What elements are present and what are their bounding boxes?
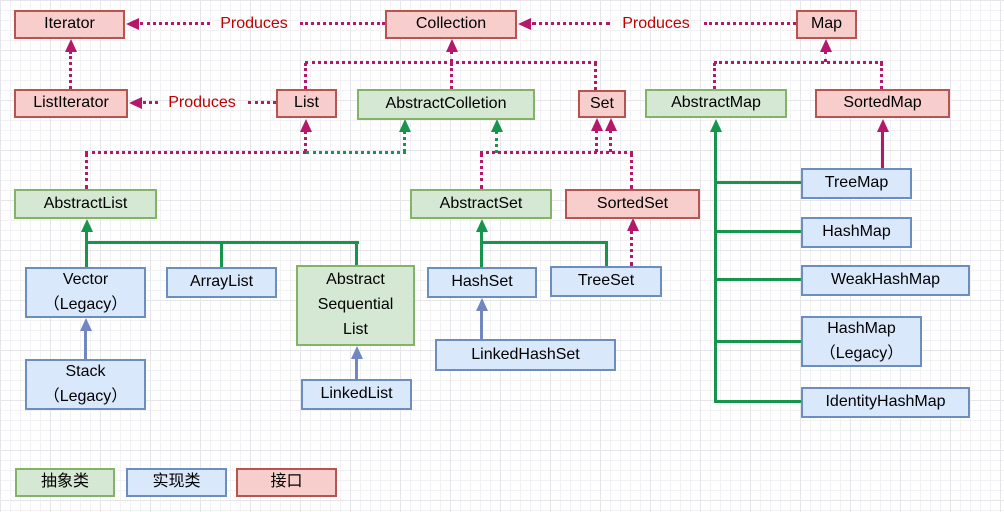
- node-listiterator: ListIterator: [14, 89, 128, 118]
- edge-collection-bus: [305, 61, 597, 64]
- edge-treeset-sortedset: [630, 230, 633, 266]
- node-hashmap: HashMap: [801, 217, 912, 248]
- edge-abstractlist-abstractcolletion-v: [403, 131, 406, 152]
- produces-label: Produces: [220, 15, 288, 32]
- node-linkedhashset: LinkedHashSet: [435, 339, 616, 371]
- arrowhead-up-icon: [591, 118, 603, 131]
- edge-list-collection: [304, 63, 307, 89]
- edge-sortedmap-map: [880, 63, 883, 89]
- node-abstractcolletion: AbstractColletion: [357, 89, 535, 120]
- arrowhead-up-icon: [399, 119, 411, 132]
- produces-label: Produces: [168, 94, 236, 111]
- edge-abstractmap-trunk: [714, 131, 717, 403]
- edge-stack-vector: [84, 330, 87, 359]
- arrowhead-left-icon: [129, 97, 142, 109]
- edge-list-stub: [304, 131, 307, 152]
- arrowhead-up-icon: [627, 218, 639, 231]
- edge-linkedlist-asl: [355, 358, 358, 379]
- edge-produces-collection-iterator-2: [300, 22, 385, 25]
- edge-abstractlist-abstractcolletion-h: [306, 151, 406, 154]
- edge-listiterator-iterator: [69, 51, 72, 89]
- edge-treemap-branch: [714, 181, 801, 184]
- node-abstractlist: AbstractList: [14, 189, 157, 219]
- produces-label: Produces: [622, 15, 690, 32]
- edge-abstractset-children-bus: [480, 241, 608, 244]
- edge-produces-list-listiterator-1: [143, 101, 158, 104]
- arrowhead-up-icon: [81, 219, 93, 232]
- arrowhead-up-icon: [351, 346, 363, 359]
- node-weakhashmap: WeakHashMap: [801, 265, 970, 296]
- legend-implementation-class: 实现类: [126, 468, 227, 497]
- edge-identityhashmap-branch: [714, 400, 801, 403]
- edge-produces-map-collection-1: [532, 22, 610, 25]
- node-map: Map: [796, 10, 857, 39]
- node-list: List: [276, 89, 337, 118]
- arrowhead-up-icon: [710, 119, 722, 132]
- arrowhead-left-icon: [518, 18, 531, 30]
- edge-collection-stub: [450, 51, 453, 62]
- node-sortedmap: SortedMap: [815, 89, 950, 118]
- edge-sortedset-set: [609, 130, 612, 152]
- node-iterator: Iterator: [14, 10, 125, 39]
- node-set: Set: [578, 90, 626, 118]
- node-linkedlist: LinkedList: [301, 379, 412, 410]
- arrowhead-up-icon: [877, 119, 889, 132]
- edge-abstractset-abstractcolletion-v: [495, 131, 498, 153]
- node-hashmaplegacy: HashMap （Legacy）: [801, 316, 922, 367]
- edge-abstractsequentiallist-branch: [355, 241, 358, 265]
- arrowhead-up-icon: [820, 39, 832, 52]
- node-hashset: HashSet: [427, 267, 537, 298]
- edge-arraylist-branch: [220, 241, 223, 267]
- edge-set-lower-bus: [480, 151, 633, 154]
- node-identityhashmap: IdentityHashMap: [801, 387, 970, 418]
- arrowhead-up-icon: [476, 219, 488, 232]
- node-abstractset: AbstractSet: [410, 189, 552, 219]
- edge-treemap-sortedmap: [881, 131, 884, 168]
- edge-produces-list-listiterator-2: [248, 101, 276, 104]
- node-treemap: TreeMap: [801, 168, 912, 199]
- arrowhead-up-icon: [300, 119, 312, 132]
- node-stack: Stack （Legacy）: [25, 359, 146, 410]
- legend-interface: 接口: [236, 468, 337, 497]
- arrowhead-up-icon: [65, 39, 77, 52]
- arrowhead-up-icon: [605, 118, 617, 131]
- edge-set-collection: [594, 63, 597, 90]
- node-vector: Vector （Legacy）: [25, 267, 146, 318]
- edge-produces-map-collection-2: [704, 22, 796, 25]
- edge-abstractlist-list-bus: [85, 151, 306, 154]
- edge-abstractset-stub: [480, 153, 483, 189]
- node-arraylist: ArrayList: [166, 267, 277, 298]
- edge-produces-collection-iterator-1: [140, 22, 210, 25]
- node-abstractsequentiallist: Abstract Sequential List: [296, 265, 415, 346]
- node-collection: Collection: [385, 10, 517, 39]
- arrowhead-up-icon: [80, 318, 92, 331]
- edge-abstractlist-stub: [85, 153, 88, 189]
- arrowhead-up-icon: [476, 298, 488, 311]
- arrowhead-up-icon: [491, 119, 503, 132]
- edge-abstractmap-map: [713, 63, 716, 89]
- legend-abstract-class: 抽象类: [15, 468, 115, 497]
- edge-abstractset-set: [595, 130, 598, 152]
- arrowhead-left-icon: [126, 18, 139, 30]
- edge-weakhashmap-branch: [714, 278, 801, 281]
- edge-abstractcolletion-collection: [450, 63, 453, 89]
- edge-sortedset-stub: [630, 153, 633, 189]
- edge-linkedhashset-hashset: [480, 310, 483, 339]
- edge-treeset-branch: [605, 241, 608, 266]
- edge-hashmap-branch: [714, 230, 801, 233]
- edge-map-bus: [714, 61, 883, 64]
- node-abstractmap: AbstractMap: [645, 89, 787, 118]
- edge-hashmaplegacy-branch: [714, 340, 801, 343]
- arrowhead-up-icon: [446, 39, 458, 52]
- edge-vector-abstractlist: [85, 231, 88, 267]
- node-treeset: TreeSet: [550, 266, 662, 297]
- edge-hashset-abstractset: [480, 231, 483, 267]
- node-sortedset: SortedSet: [565, 189, 700, 219]
- edge-map-stub: [824, 51, 827, 62]
